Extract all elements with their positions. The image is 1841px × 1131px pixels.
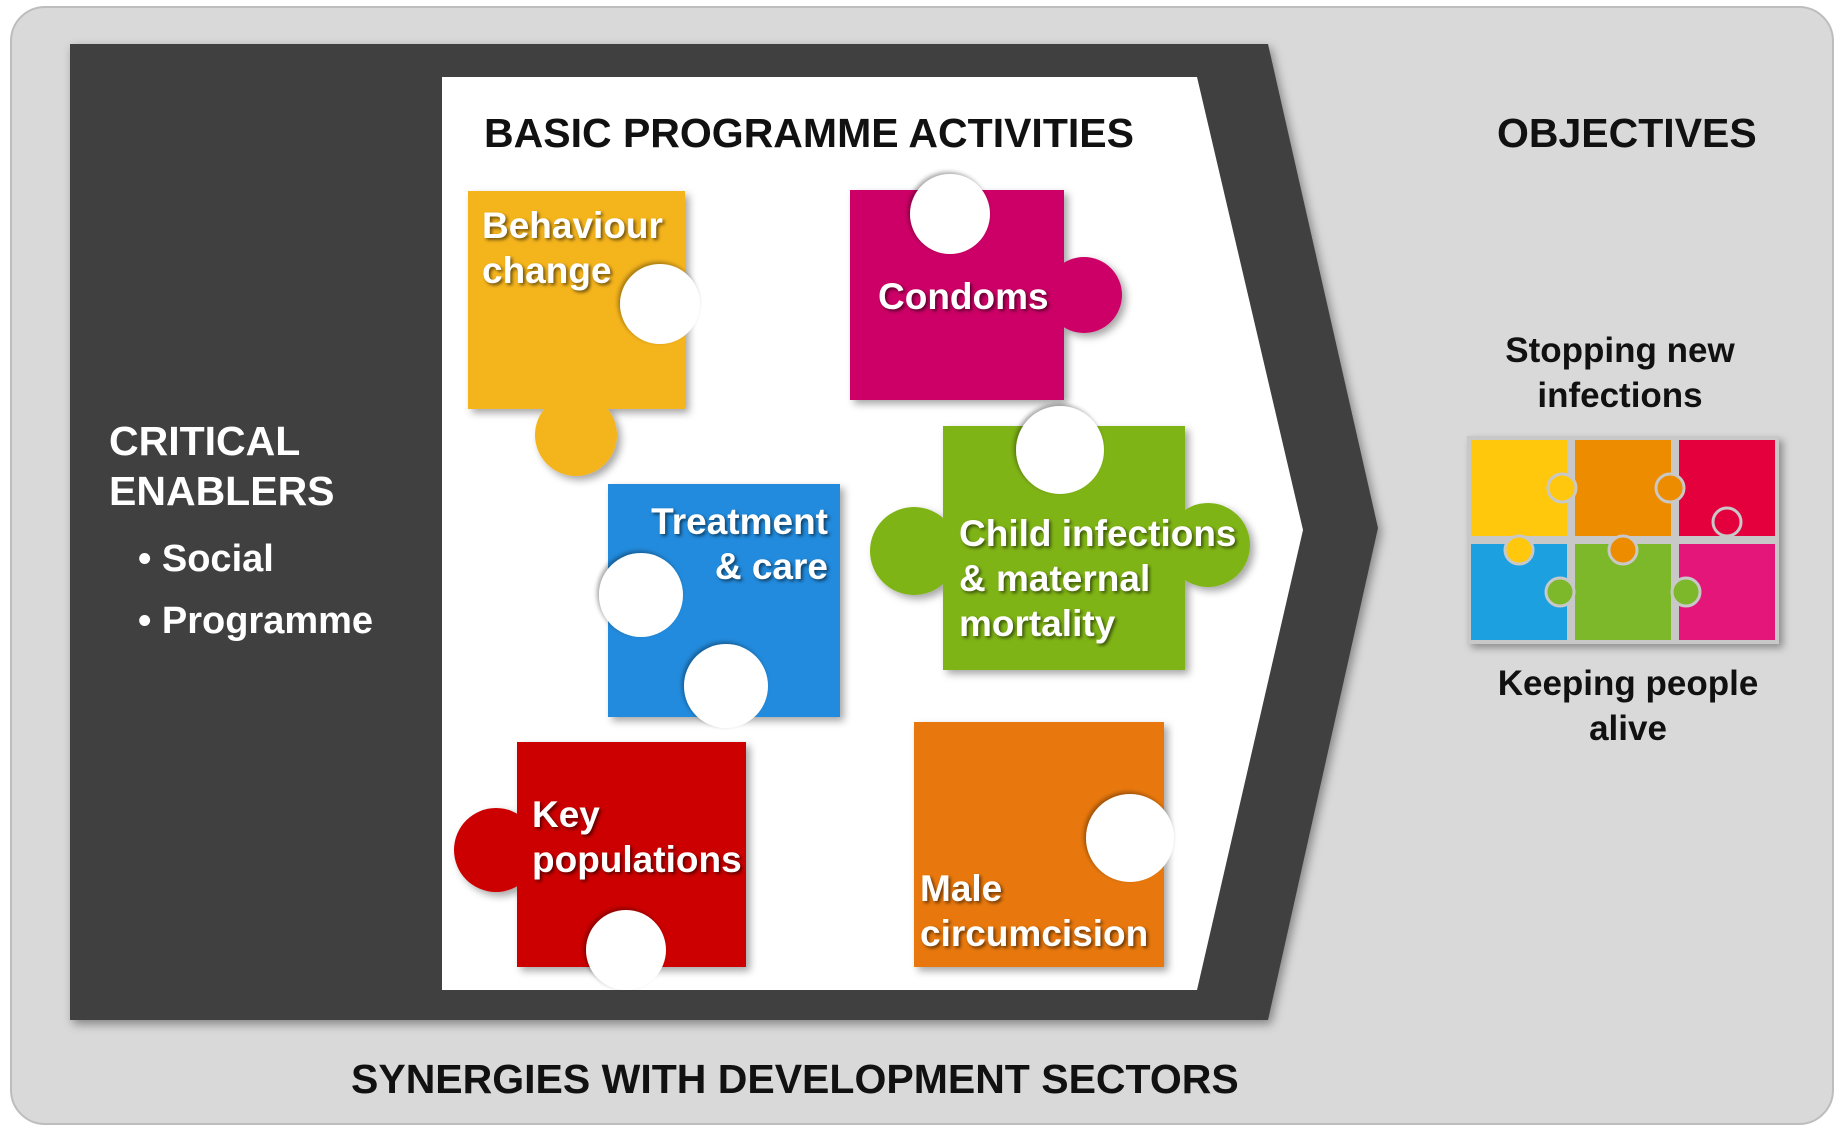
piece-label-child-infections: Child infections & maternal mortality bbox=[959, 513, 1237, 644]
puzzle-hole bbox=[620, 264, 700, 344]
piece-label-male-circumcision: Male circumcision bbox=[920, 868, 1149, 954]
critical-enablers-title: CRITICAL ENABLERS bbox=[109, 418, 335, 514]
piece-label-behaviour-change: Behaviour change bbox=[482, 205, 663, 291]
piece-label-condoms: Condoms bbox=[878, 276, 1049, 317]
enabler-item-label: Social bbox=[161, 538, 274, 580]
enabler-item-social: • Social bbox=[138, 538, 274, 580]
puzzle-hole bbox=[684, 644, 768, 728]
synergies-label: SYNERGIES WITH DEVELOPMENT SECTORS bbox=[351, 1056, 1239, 1102]
puzzle-hole bbox=[1086, 794, 1174, 882]
puzzle-hole bbox=[910, 174, 990, 254]
enabler-item-programme: • Programme bbox=[138, 600, 374, 642]
objective-keeping-people-alive: Keeping people alive bbox=[1497, 664, 1759, 748]
piece-label-treatment-care: Treatment & care bbox=[651, 501, 828, 587]
objective-stopping-new-infections: Stopping new infections bbox=[1505, 331, 1735, 415]
objectives-heading: OBJECTIVES bbox=[1497, 110, 1757, 156]
objectives-mini-puzzle bbox=[1467, 436, 1779, 644]
basic-activities-heading: BASIC PROGRAMME ACTIVITIES bbox=[484, 110, 1134, 156]
puzzle-hole bbox=[599, 553, 683, 637]
piece-label-key-populations: Key populations bbox=[532, 794, 742, 880]
puzzle-hole bbox=[1016, 406, 1104, 494]
puzzle-hole bbox=[586, 910, 666, 990]
enabler-item-label: Programme bbox=[161, 600, 374, 642]
